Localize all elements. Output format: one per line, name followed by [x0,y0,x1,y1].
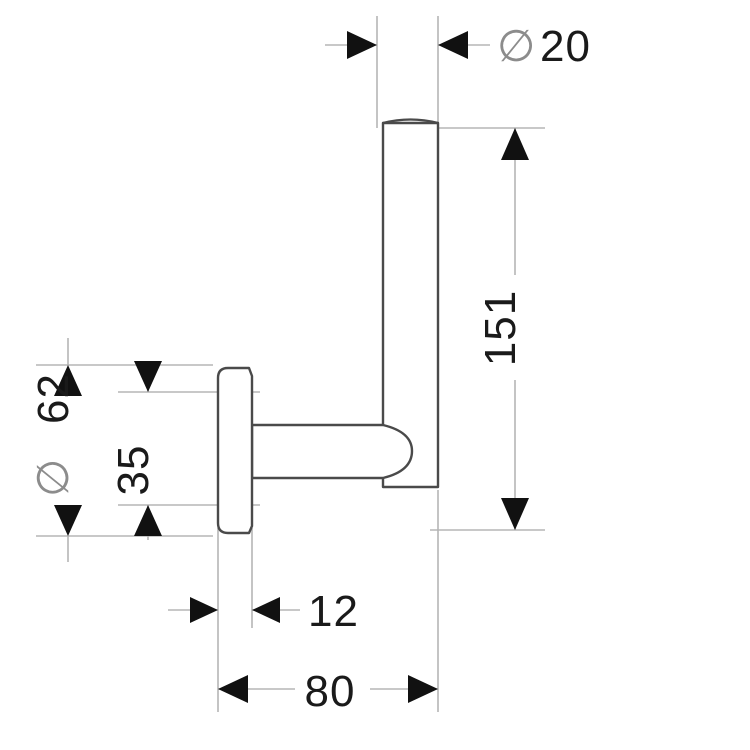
arrowhead-dia-20-right [438,31,468,59]
dimension-151: 151 [476,128,529,530]
dimension-35: 35 [109,361,162,540]
arrowhead-151-bottom [501,498,529,530]
vertical-post [381,121,440,489]
dim-80-value: 80 [305,667,356,716]
arrowhead-dia-62-top [54,365,82,396]
arrowhead-dia-62-bottom [54,505,82,536]
dim-62-symbol: ∅ [29,459,78,497]
arrowhead-80-right [408,675,438,703]
arrowhead-35-bottom [134,505,162,536]
product-outline [216,118,440,535]
dimension-dia-20: ∅ 20 [325,22,591,71]
dim-151-value: 151 [476,290,525,366]
arrowhead-151-top [501,128,529,160]
wall-flange [216,366,254,535]
arrowhead-12-left [190,597,218,623]
arrowhead-35-top [134,361,162,392]
horizontal-arm [250,423,414,480]
dimension-80: 80 [218,667,438,716]
dim-35-value: 35 [109,445,158,496]
post-top-cap [381,118,440,125]
dim-62-value: 62 [29,373,78,424]
dimension-dia-62: 62 ∅ [29,338,82,562]
arrowhead-80-left [218,675,248,703]
dia-20-value: 20 [540,22,591,71]
dimension-12: 12 [168,587,359,636]
extension-lines [36,16,545,712]
arrowhead-12-right [252,597,280,623]
dia-20-symbol: ∅ [497,22,535,71]
dim-12-value: 12 [308,587,359,636]
arrowhead-dia-20-left [347,31,377,59]
